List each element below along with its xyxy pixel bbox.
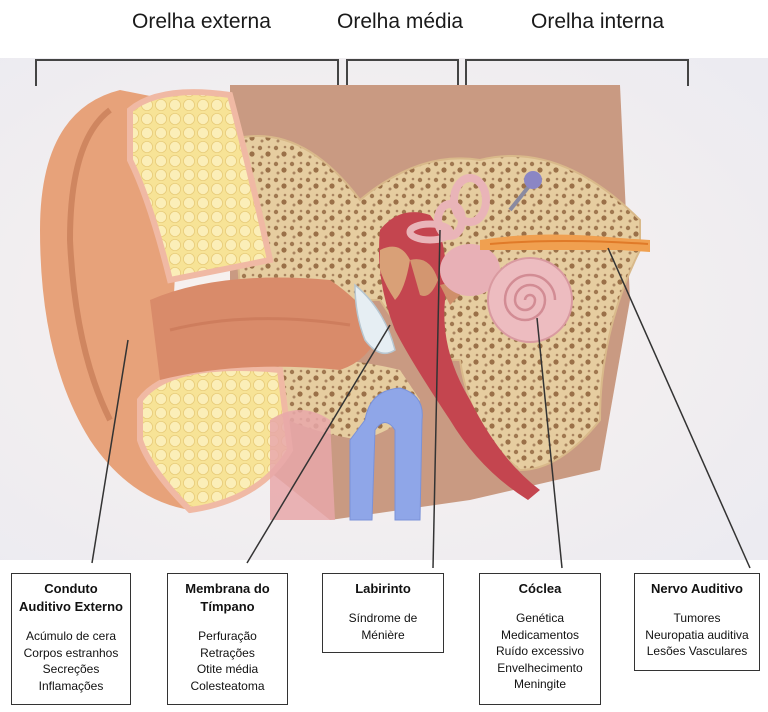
bracket-middle-ear bbox=[346, 59, 459, 86]
vestibule bbox=[440, 244, 500, 296]
malleus bbox=[380, 246, 410, 300]
box-coclea: Cóclea Genética Medicamentos Ruído exces… bbox=[479, 573, 601, 705]
auricle-fold bbox=[66, 107, 113, 422]
box-title-line: Conduto bbox=[44, 581, 98, 596]
box-conduto: Conduto Auditivo Externo Acúmulo de cera… bbox=[11, 573, 131, 705]
box-item: Síndrome de bbox=[348, 611, 418, 625]
box-item: Retrações bbox=[200, 645, 255, 660]
box-item: Tumores bbox=[673, 611, 721, 625]
auditory-nerve bbox=[480, 234, 650, 252]
box-title-line: Nervo Auditivo bbox=[651, 581, 743, 596]
bracket-outer-ear bbox=[35, 59, 339, 86]
pointer-labirinto bbox=[432, 229, 441, 569]
header-inner-ear: Orelha interna bbox=[531, 10, 665, 33]
upper-cartilage bbox=[127, 89, 274, 284]
box-item: Meningite bbox=[513, 677, 567, 691]
box-item: Neuropatia auditiva bbox=[645, 627, 749, 642]
box-item: Otite média bbox=[196, 662, 259, 676]
box-title-line: Tímpano bbox=[200, 599, 255, 614]
box-item: Lesões Vasculares bbox=[646, 644, 748, 658]
box-item: Medicamentos bbox=[500, 627, 580, 642]
box-item: Perfuração bbox=[198, 629, 257, 643]
cochlea-spiral bbox=[503, 273, 557, 322]
header-outer-ear: Orelha externa bbox=[132, 10, 271, 33]
pointer-nervo bbox=[607, 247, 751, 569]
incus bbox=[410, 259, 438, 296]
box-item: Ruído excessivo bbox=[495, 644, 585, 658]
muscle-tissue bbox=[270, 410, 335, 520]
bracket-inner-ear bbox=[465, 59, 689, 86]
box-item: Genética bbox=[515, 611, 565, 625]
header-middle-ear: Orelha média bbox=[337, 10, 464, 33]
box-item: Acúmulo de cera bbox=[25, 629, 117, 643]
ear-canal bbox=[150, 277, 380, 380]
pointer-membrana bbox=[246, 324, 391, 564]
box-title-line: Auditivo Externo bbox=[18, 599, 123, 614]
box-title-line: Membrana do bbox=[185, 581, 270, 596]
box-nervo: Nervo Auditivo Tumores Neuropatia auditi… bbox=[634, 573, 760, 671]
box-item: Ménière bbox=[361, 627, 405, 642]
box-item: Secreções bbox=[42, 662, 100, 676]
semicircular-canal-3 bbox=[406, 220, 454, 244]
pointer-coclea bbox=[536, 317, 563, 569]
box-title-line: Labirinto bbox=[355, 581, 411, 596]
pointer-conduto bbox=[91, 339, 129, 564]
box-item: Corpos estranhos bbox=[23, 645, 119, 660]
header-band bbox=[0, 0, 768, 58]
eustachian-tube bbox=[349, 387, 423, 521]
box-membrana: Membrana do Tímpano Perfuração Retrações… bbox=[167, 573, 288, 705]
tympanic-membrane bbox=[354, 283, 396, 355]
semicircular-canal-1 bbox=[450, 174, 490, 226]
cochlea bbox=[487, 257, 573, 343]
box-labirinto: Labirinto Síndrome de Ménière bbox=[322, 573, 444, 653]
box-item: Inflamações bbox=[38, 678, 104, 693]
endolymphatic-sac bbox=[524, 171, 542, 189]
box-item: Envelhecimento bbox=[497, 660, 583, 675]
box-item: Colesteatoma bbox=[190, 678, 265, 693]
box-title-line: Cóclea bbox=[518, 581, 562, 596]
